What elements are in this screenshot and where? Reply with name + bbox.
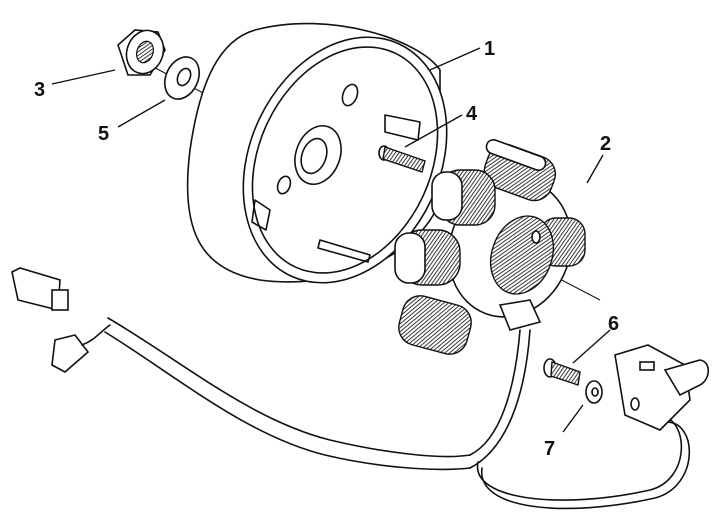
pickup-coil-washer — [585, 380, 603, 404]
pickup-coil — [614, 344, 710, 431]
callout-3: 3 — [34, 79, 45, 101]
leader-5 — [117, 99, 166, 128]
callout-7: 7 — [544, 438, 555, 460]
connector-secondary — [51, 324, 111, 373]
leader-3 — [51, 69, 116, 85]
pickup-coil-screw — [543, 358, 581, 386]
callout-1: 1 — [484, 38, 495, 60]
stator-screw — [378, 145, 426, 173]
connector-main — [11, 267, 69, 312]
leader-6 — [572, 329, 611, 364]
washer — [163, 56, 201, 100]
leader-4 — [404, 114, 463, 148]
leader-1 — [429, 47, 481, 71]
callout-4: 4 — [466, 103, 478, 125]
stator — [394, 138, 586, 355]
flywheel-nut — [117, 29, 166, 76]
callout-2: 2 — [600, 133, 611, 155]
leader-2 — [586, 154, 604, 184]
callout-5: 5 — [98, 123, 109, 145]
callout-6: 6 — [608, 313, 619, 335]
wire-harness — [104, 317, 691, 510]
flywheel-rotor — [186, 22, 448, 284]
leader-7 — [562, 404, 584, 433]
